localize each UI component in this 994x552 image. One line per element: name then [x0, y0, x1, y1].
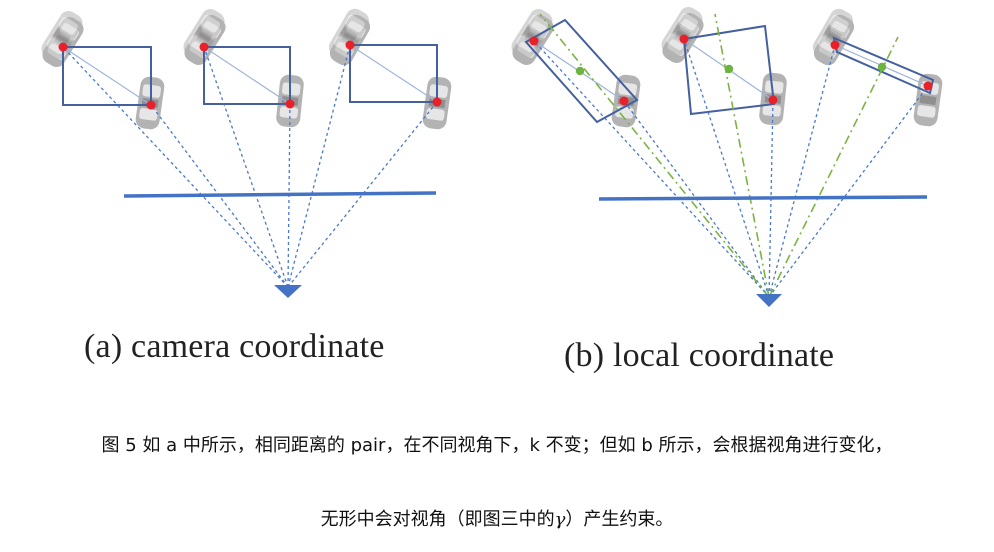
- pair-bounding-box: [524, 18, 639, 124]
- pair-bounding-box: [62, 46, 152, 106]
- camera-marker-icon: [274, 285, 302, 298]
- pair-bounding-box: [203, 46, 291, 105]
- camera-rays: [533, 38, 929, 298]
- figure-caption-line-1: 图 5 如 a 中所示，相同距离的 pair，在不同视角下，k 不变；但如 b …: [101, 435, 893, 456]
- figure-illustration: [38, 3, 944, 307]
- camera-marker-icon: [756, 294, 782, 307]
- pair-link-line: [62, 46, 152, 106]
- panel-b-local-coordinate: [508, 3, 944, 307]
- subfigure-label-b: (b) local coordinate: [564, 337, 835, 374]
- image-plane-line: [598, 195, 928, 201]
- center-rays: [539, 13, 899, 298]
- image-plane-line: [123, 191, 437, 198]
- center-points: [575, 62, 887, 76]
- pair-bounding-box: [349, 44, 438, 103]
- caption-text-prefix: 无形中会对视角（即图三中的: [320, 509, 555, 530]
- figure-caption-line-2: 无形中会对视角（即图三中的γ）产生约束。: [0, 505, 994, 531]
- subfigure-label-a: (a) camera coordinate: [84, 328, 385, 365]
- key-points: [58, 40, 442, 110]
- caption-text-suffix: ）产生约束。: [565, 509, 674, 530]
- pair-link-line: [349, 44, 438, 103]
- panel-a-camera-coordinate: [38, 5, 453, 298]
- gamma-symbol: γ: [554, 509, 566, 530]
- camera-rays: [62, 44, 438, 288]
- key-points: [529, 34, 933, 106]
- pair-link-line: [203, 46, 291, 105]
